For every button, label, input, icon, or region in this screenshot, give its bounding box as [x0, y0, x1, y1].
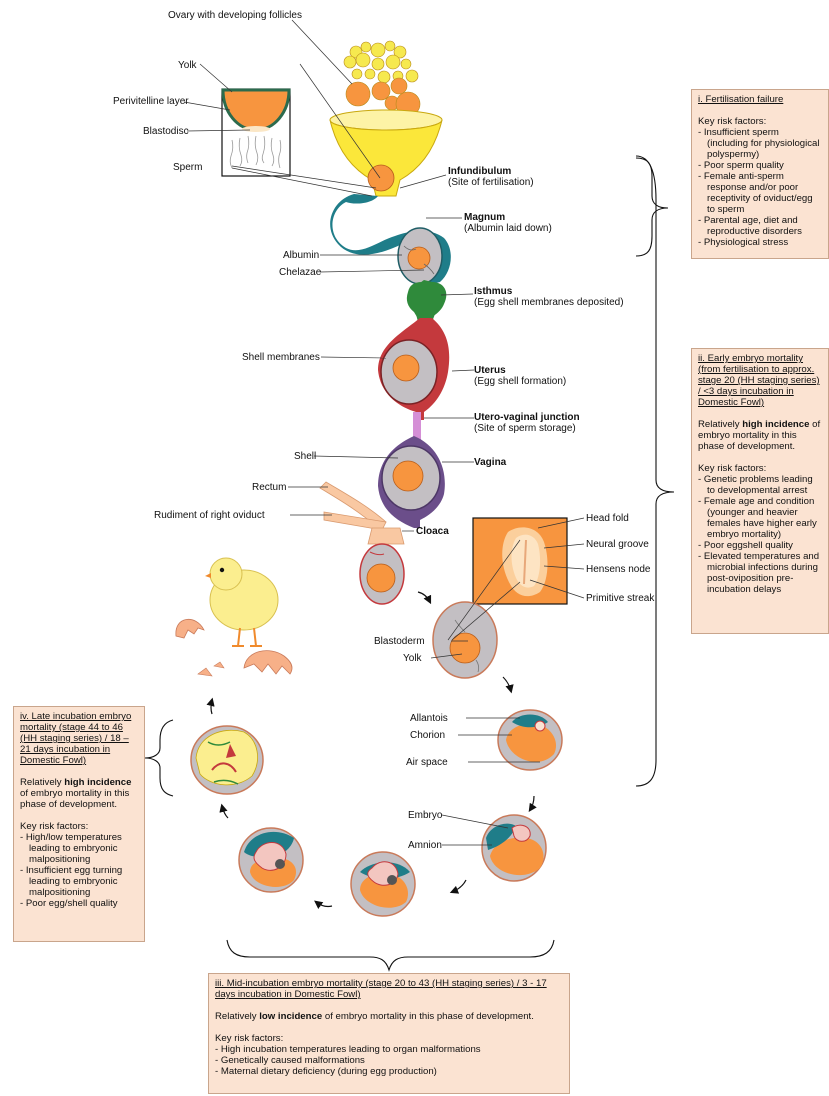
ovary-label: Ovary with developing follicles — [168, 10, 302, 21]
shell-membranes-label: Shell membranes — [242, 352, 320, 363]
yolk-detail-inset — [221, 88, 291, 177]
box-fertilisation-failure: i. Fertilisation failure Key risk factor… — [691, 89, 829, 259]
box-i-factor-4: Parental age, diet and reproductive diso… — [698, 215, 822, 237]
isthmus-name: Isthmus — [474, 286, 513, 297]
phase-braces — [144, 155, 675, 972]
rectum-label: Rectum — [252, 482, 287, 493]
box-i-factor-list: Insufficient sperm (including for physio… — [698, 127, 822, 248]
cloaca-name: Cloaca — [416, 526, 449, 537]
magnum-illustration — [330, 194, 451, 286]
box-iii-factor-2: Genetically caused malformations — [215, 1055, 563, 1066]
uterus-label: Uterus (Egg shell formation) — [474, 365, 566, 387]
blastodisc-label: Blastodisc — [143, 126, 189, 137]
box-early-embryo-mortality: ii. Early embryo mortality (from fertili… — [691, 348, 829, 634]
yolk-label: Yolk — [178, 60, 197, 71]
cloaca-illustration — [319, 481, 405, 605]
uterus-name: Uterus — [474, 365, 506, 376]
box-i-factors-label: Key risk factors: — [698, 116, 767, 127]
infundibulum-name: Infundibulum — [448, 166, 512, 177]
vagina-illustration — [378, 412, 445, 528]
box-iv-incidence: Relatively high incidence of embryo mort… — [20, 777, 132, 810]
egg-blastoderm — [432, 601, 498, 679]
egg-allantois — [497, 709, 563, 771]
hatched-chick — [175, 557, 293, 677]
box-late-incubation-mortality: iv. Late incubation embryo mortality (st… — [13, 706, 145, 942]
allantois-label: Allantois — [410, 713, 448, 724]
box-iii-factor-3: Maternal dietary deficiency (during egg … — [215, 1066, 563, 1077]
box-iv-factor-2: Insufficient egg turning leading to embr… — [20, 865, 138, 898]
isthmus-illustration — [406, 280, 447, 322]
box-ii-factor-2: Female age and condition (younger and he… — [698, 496, 822, 540]
box-ii-incidence: Relatively high incidence of embryo mort… — [698, 419, 821, 452]
rudiment-label: Rudiment of right oviduct — [154, 510, 265, 521]
magnum-label: Magnum (Albumin laid down) — [464, 212, 552, 234]
utero-vaginal-name: Utero-vaginal junction — [474, 412, 580, 423]
utero-vaginal-desc: (Site of sperm storage) — [474, 423, 576, 434]
utero-vaginal-label: Utero-vaginal junction (Site of sperm st… — [474, 412, 580, 434]
shell-label: Shell — [294, 451, 317, 462]
uterus-desc: (Egg shell formation) — [474, 376, 567, 387]
isthmus-desc: (Egg shell membranes deposited) — [474, 297, 624, 308]
box-iv-title: iv. Late incubation embryo mortality (st… — [20, 711, 132, 766]
amnion-label: Amnion — [408, 840, 442, 851]
box-i-factor-1: Insufficient sperm (including for physio… — [698, 127, 822, 160]
box-iii-factor-list: High incubation temperatures leading to … — [215, 1044, 563, 1077]
magnum-desc: (Albumin laid down) — [464, 223, 552, 234]
vagina-name: Vagina — [474, 457, 507, 468]
blastoderm-label: Blastoderm — [374, 636, 425, 647]
box-i-factor-2: Poor sperm quality — [698, 160, 822, 171]
uterus-illustration — [378, 318, 450, 420]
box-ii-factor-1: Genetic problems leading to developmenta… — [698, 474, 822, 496]
ovary-illustration — [343, 40, 421, 117]
box-ii-factor-4: Elevated temperatures and microbial infe… — [698, 551, 822, 595]
isthmus-label: Isthmus (Egg shell membranes deposited) — [474, 286, 624, 308]
box-ii-factor-list: Genetic problems leading to developmenta… — [698, 474, 822, 595]
yolk-blastoderm-label: Yolk — [403, 653, 422, 664]
egg-mid-right — [350, 851, 416, 917]
embryo-label: Embryo — [408, 810, 443, 821]
box-iii-incidence: Relatively low incidence of embryo morta… — [215, 1011, 534, 1022]
infundibulum-illustration — [329, 109, 443, 197]
infundibulum-label: Infundibulum (Site of fertilisation) — [448, 166, 534, 188]
primitive-streak-label: Primitive streak — [586, 593, 655, 604]
air-space-label: Air space — [406, 757, 448, 768]
box-ii-factor-3: Poor eggshell quality — [698, 540, 822, 551]
box-iv-factor-3: Poor egg/shell quality — [20, 898, 138, 909]
chorion-label: Chorion — [410, 730, 446, 741]
box-i-factor-5: Physiological stress — [698, 237, 822, 248]
box-i-factor-3: Female anti-sperm response and/or poor r… — [698, 171, 822, 215]
box-iii-factors-label: Key risk factors: — [215, 1033, 284, 1044]
box-i-title: i. Fertilisation failure — [698, 94, 784, 105]
neural-groove-label: Neural groove — [586, 539, 649, 550]
hensens-node-label: Hensens node — [586, 564, 651, 575]
vagina-label: Vagina — [474, 457, 506, 468]
head-fold-label: Head fold — [586, 513, 629, 524]
chelazae-label: Chelazae — [279, 267, 322, 278]
box-ii-factors-label: Key risk factors: — [698, 463, 767, 474]
box-iii-factor-1: High incubation temperatures leading to … — [215, 1044, 563, 1055]
magnum-name: Magnum — [464, 212, 506, 223]
cloaca-label: Cloaca — [416, 526, 449, 537]
box-ii-title: ii. Early embryo mortality (from fertili… — [698, 353, 820, 408]
cycle-arrows — [206, 591, 537, 909]
box-iv-factor-list: High/low temperatures leading to embryon… — [20, 832, 138, 909]
egg-mid-left — [238, 827, 304, 893]
box-mid-incubation-mortality: iii. Mid-incubation embryo mortality (st… — [208, 973, 570, 1094]
box-iv-factors-label: Key risk factors: — [20, 821, 89, 832]
leader-lines — [183, 19, 585, 846]
box-iii-title: iii. Mid-incubation embryo mortality (st… — [215, 978, 547, 1000]
box-iv-factor-1: High/low temperatures leading to embryon… — [20, 832, 138, 865]
primitive-streak-inset — [472, 517, 568, 605]
sperm-label: Sperm — [173, 162, 203, 173]
infundibulum-desc: (Site of fertilisation) — [448, 177, 534, 188]
albumin-label: Albumin — [283, 250, 320, 261]
egg-late — [190, 725, 264, 795]
egg-embryo — [481, 814, 547, 882]
perivitelline-label: Perivitelline layer — [113, 96, 189, 107]
